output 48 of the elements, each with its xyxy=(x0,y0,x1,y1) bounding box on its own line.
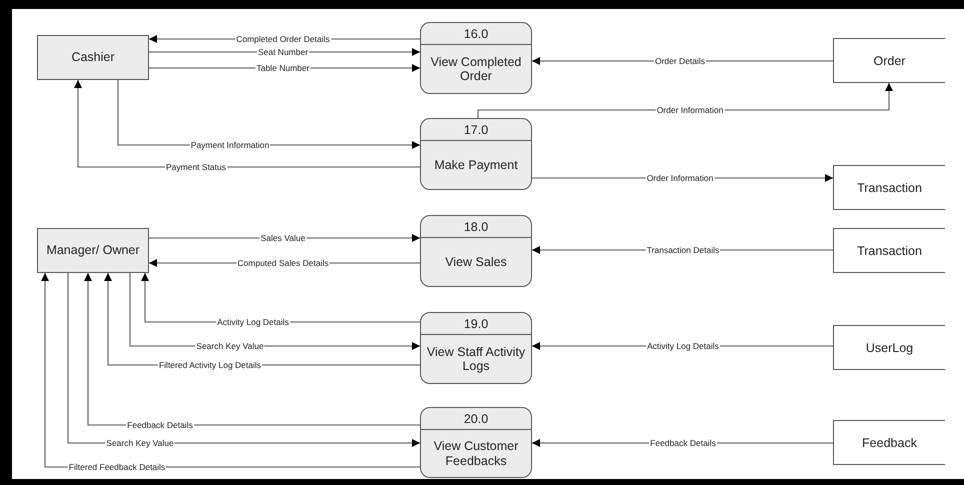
process-number: 19.0 xyxy=(464,316,488,330)
process-box xyxy=(420,118,532,190)
external-entity-box xyxy=(37,35,149,80)
edge-label: Feedback Details xyxy=(649,438,717,448)
edge-label: Order Details xyxy=(654,56,706,66)
edge-label: Filtered Feedback Details xyxy=(68,462,166,472)
process-box xyxy=(420,22,532,94)
edge-label: Search Key Value xyxy=(105,438,175,448)
process-name: Make Payment xyxy=(434,158,518,172)
data-store-name: UserLog xyxy=(866,340,914,354)
data-store-name: Order xyxy=(874,54,906,68)
process-number: 16.0 xyxy=(464,26,488,40)
process-box xyxy=(420,215,532,287)
process-name: View Customer Feedbacks xyxy=(432,439,520,468)
edge-label: Order Information xyxy=(656,106,724,114)
edge-label: Payment Information xyxy=(190,140,270,150)
process-box xyxy=(420,407,532,478)
data-store xyxy=(833,325,945,370)
data-store xyxy=(833,38,945,83)
external-entity-box xyxy=(37,228,149,273)
data-store xyxy=(833,420,945,465)
entity-name: Manager/ Owner xyxy=(46,243,140,258)
edge-label: Sales Value xyxy=(260,234,306,242)
edge-label: Search Key Value xyxy=(195,342,265,350)
edge-label: Transaction Details xyxy=(646,246,720,254)
edge-label: Table Number xyxy=(256,64,310,72)
process-name: View Completed Order xyxy=(430,54,522,84)
data-store xyxy=(833,165,945,210)
edge-label: Order Information xyxy=(646,174,714,182)
edge-label: Computed Sales Details xyxy=(236,258,330,268)
data-store-name: Feedback xyxy=(862,436,917,450)
edge-label: Activity Log Details xyxy=(646,342,720,350)
data-store-name: Transaction xyxy=(857,180,922,194)
edge-label: Activity Log Details xyxy=(216,318,290,326)
edge-label: Seat Number xyxy=(256,48,310,56)
process-box xyxy=(420,312,532,384)
edge-label: Feedback Details xyxy=(126,420,194,430)
data-store xyxy=(833,228,945,273)
data-store-name: Transaction xyxy=(857,244,922,258)
process-number: 18.0 xyxy=(464,220,488,234)
edge-label: Filtered Activity Log Details xyxy=(158,360,262,370)
entity-name: Cashier xyxy=(71,50,115,65)
process-number: 17.0 xyxy=(464,122,488,136)
edge-label: Completed Order Details xyxy=(235,34,331,44)
process-number: 20.0 xyxy=(464,412,488,426)
process-name: View Staff Activity Logs xyxy=(426,344,526,374)
edge-label: Payment Status xyxy=(165,162,227,172)
process-name: View Sales xyxy=(445,254,507,270)
